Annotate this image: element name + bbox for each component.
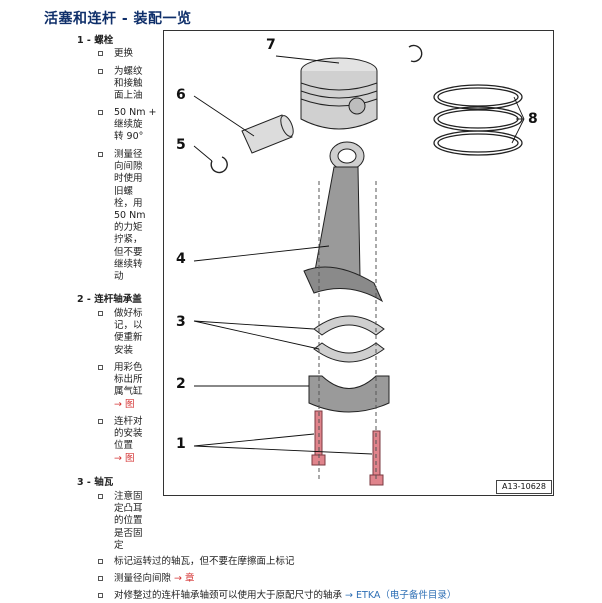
list-item: 连杆对 的安装 位置 → 图 [98,416,143,465]
piston-icon [300,57,378,130]
circlip-icon [210,156,228,174]
bullet-icon [98,593,103,598]
callout-4: 4 [176,251,186,267]
bullet-icon [98,110,103,115]
bullet-icon [98,365,103,370]
callout-7: 7 [266,37,276,53]
callout-1: 1 [176,436,186,452]
connecting-rod-icon [303,141,384,303]
list-item: 测量径 向间隙 时使用 旧螺 栓，用 50 Nm 的力矩 拧紧， 但不要 继续转… [98,149,145,283]
page-title: 活塞和连杆 - 装配一览 [44,11,192,27]
bullet-icon [98,494,103,499]
list-item: 用彩色 标出所 属气缸 → 图 [98,362,143,411]
list-item: 为螺纹 和接触 面上油 [98,66,143,103]
list-item: 做好标 记，以 便重新 安装 [98,308,143,357]
callout-3: 3 [176,314,186,330]
list-item: 更换 [98,48,133,60]
circlip-icon [408,44,423,63]
list-item: 50 Nm + 继续旋 转 90° [98,107,156,144]
list-item: 对修整过的连杆轴承轴颈可以使用大于原配尺寸的轴承 → ETKA（电子备件目录） [98,590,456,602]
bolt-icon [311,410,384,486]
list-item: 标记运转过的轴瓦，但不要在摩擦面上标记 [98,556,295,568]
bullet-icon [98,576,103,581]
bearing-cap-icon [308,375,390,413]
piston-conrod-diagram [193,44,525,486]
figure-link[interactable]: → 图 [114,452,135,464]
figure-id-label: A13-10628 [496,480,552,494]
piston-pin-icon [241,114,294,154]
etka-link[interactable]: → ETKA（电子备件目录） [345,590,457,601]
piston-rings-icon [433,84,523,156]
section-bearing-cap-heading: 2 - 连杆轴承盖 [77,294,142,305]
chapter-link[interactable]: → 章 [174,573,195,584]
bullet-icon [98,559,103,564]
bullet-icon [98,311,103,316]
callout-5: 5 [176,137,186,153]
callout-8: 8 [528,111,538,127]
bullet-icon [98,51,103,56]
callout-6: 6 [176,87,186,103]
list-item: 测量径向间隙 → 章 [98,573,195,585]
exploded-view-figure: 1 2 3 4 5 6 7 8 A13-10628 [163,30,554,496]
bullet-icon [98,419,103,424]
bearing-shell-icon [313,315,385,363]
callout-2: 2 [176,376,186,392]
bullet-icon [98,69,103,74]
section-bearing-shell-heading: 3 - 轴瓦 [77,477,114,488]
figure-link[interactable]: → 图 [114,398,135,410]
list-item: 注意固 定凸耳 的位置 是否固 定 [98,491,143,552]
bullet-icon [98,152,103,157]
section-bolt-heading: 1 - 螺栓 [77,35,114,46]
